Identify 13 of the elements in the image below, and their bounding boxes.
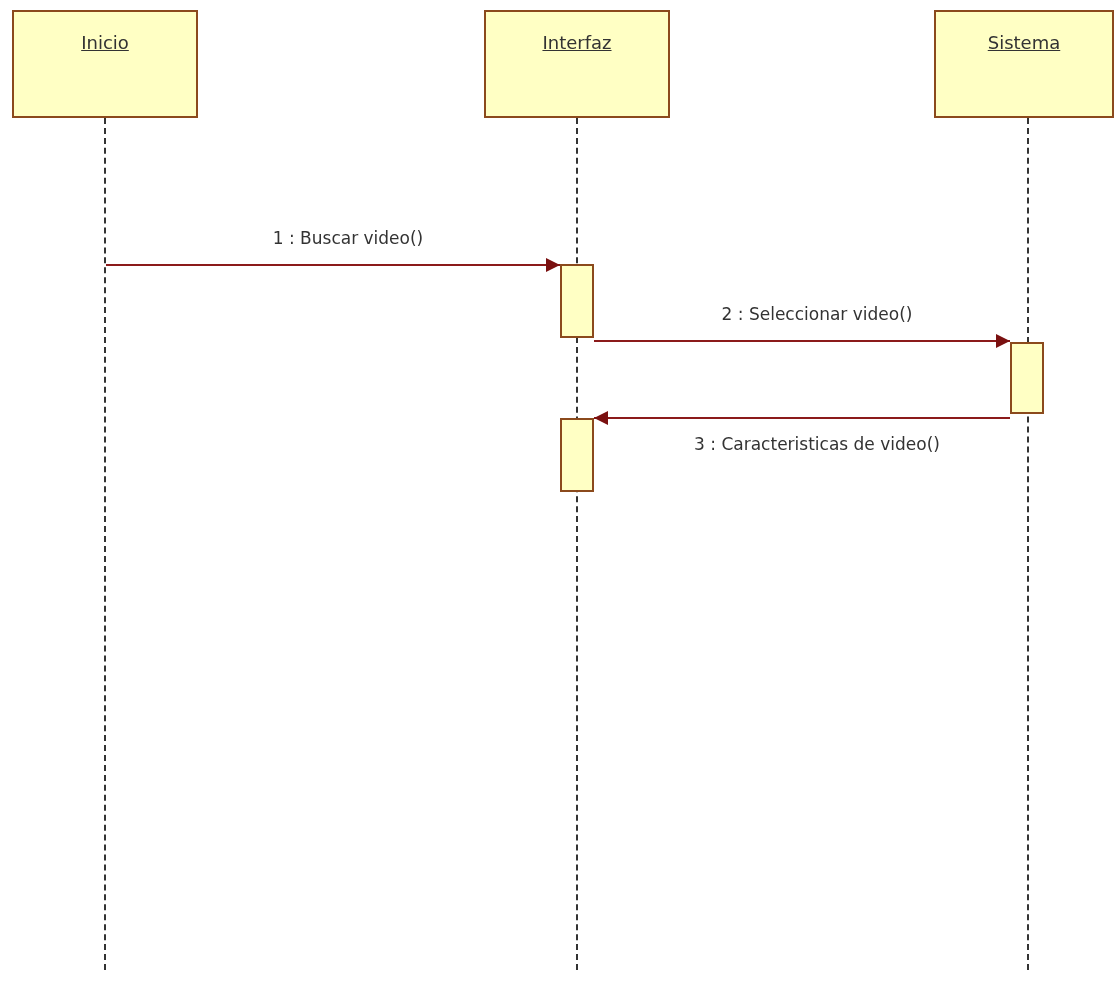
- lifeline-name: Sistema: [987, 32, 1061, 55]
- lifeline-head-box: [934, 10, 1114, 118]
- lifeline-name: Inicio: [81, 32, 129, 55]
- message-arrow: [593, 334, 1011, 348]
- activation-bar: [560, 418, 594, 492]
- message-arrow: [105, 258, 561, 272]
- activation-bar: [560, 264, 594, 338]
- activation-bar: [1010, 342, 1044, 414]
- lifeline: [104, 118, 106, 970]
- lifeline-head-box: [12, 10, 198, 118]
- lifeline-name: Interfaz: [542, 32, 612, 55]
- lifeline-head-box: [484, 10, 670, 118]
- message-arrow: [593, 411, 1011, 425]
